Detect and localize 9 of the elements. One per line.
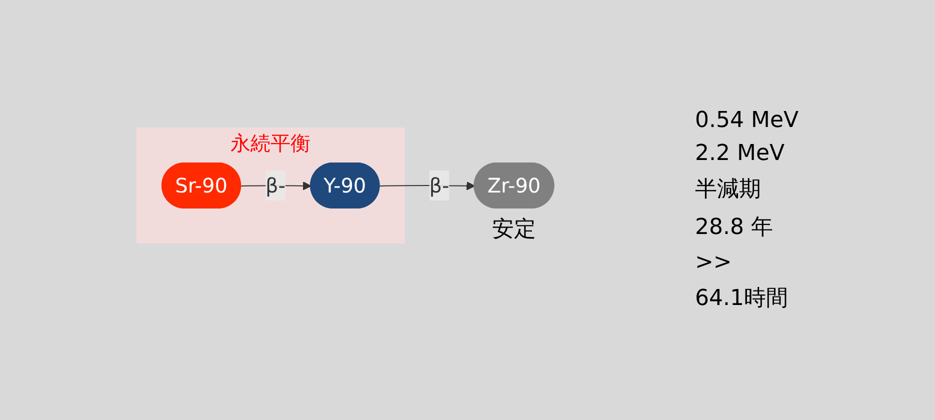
note-text: 0.54 MeV: [695, 108, 799, 132]
edge-label: β-: [266, 172, 286, 197]
note-text: >>: [695, 250, 732, 274]
edge-label: β-: [429, 172, 450, 197]
note-text: 2.2 MeV: [695, 140, 785, 166]
note-text: 28.8 年: [695, 214, 773, 242]
note-text: 64.1時間: [695, 284, 788, 312]
node-caption: 安定: [492, 216, 536, 242]
note-text: 半減期: [695, 176, 761, 204]
